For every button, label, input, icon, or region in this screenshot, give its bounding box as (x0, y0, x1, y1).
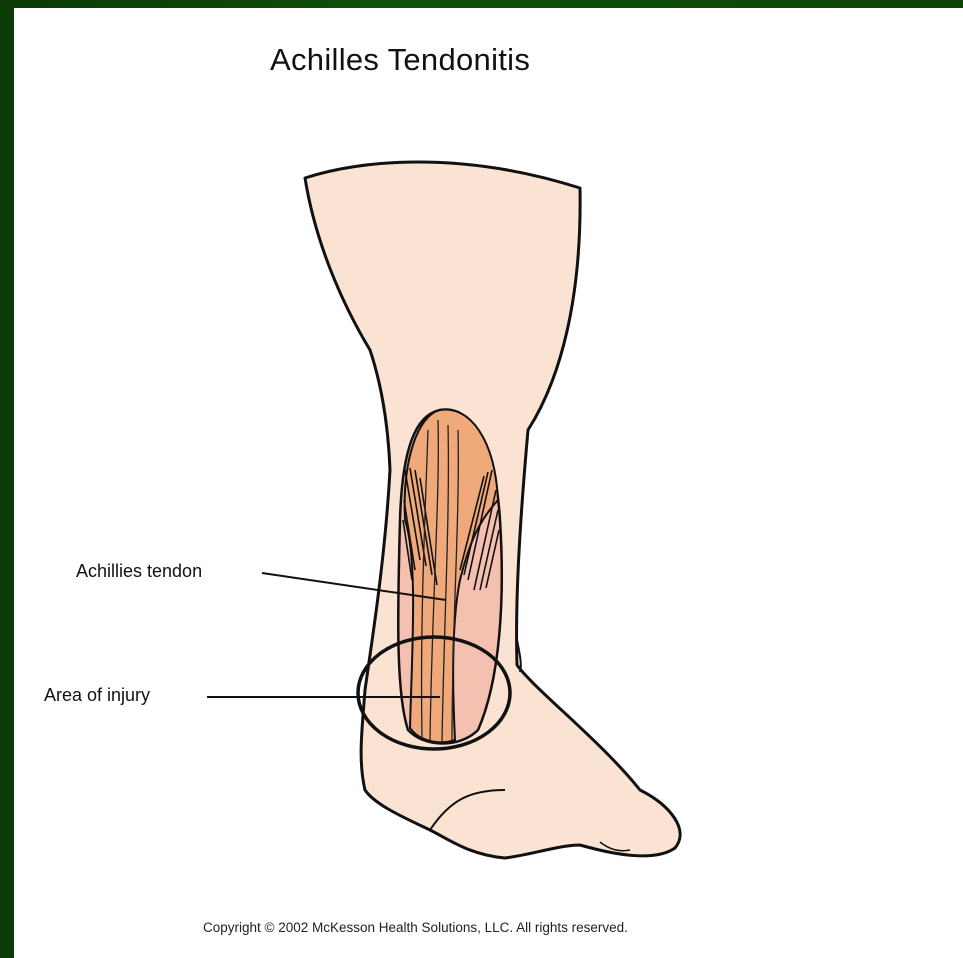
copyright-notice: Copyright © 2002 McKesson Health Solutio… (203, 920, 628, 935)
tendon-label: Achillies tendon (76, 561, 202, 582)
injury-label: Area of injury (44, 685, 150, 706)
